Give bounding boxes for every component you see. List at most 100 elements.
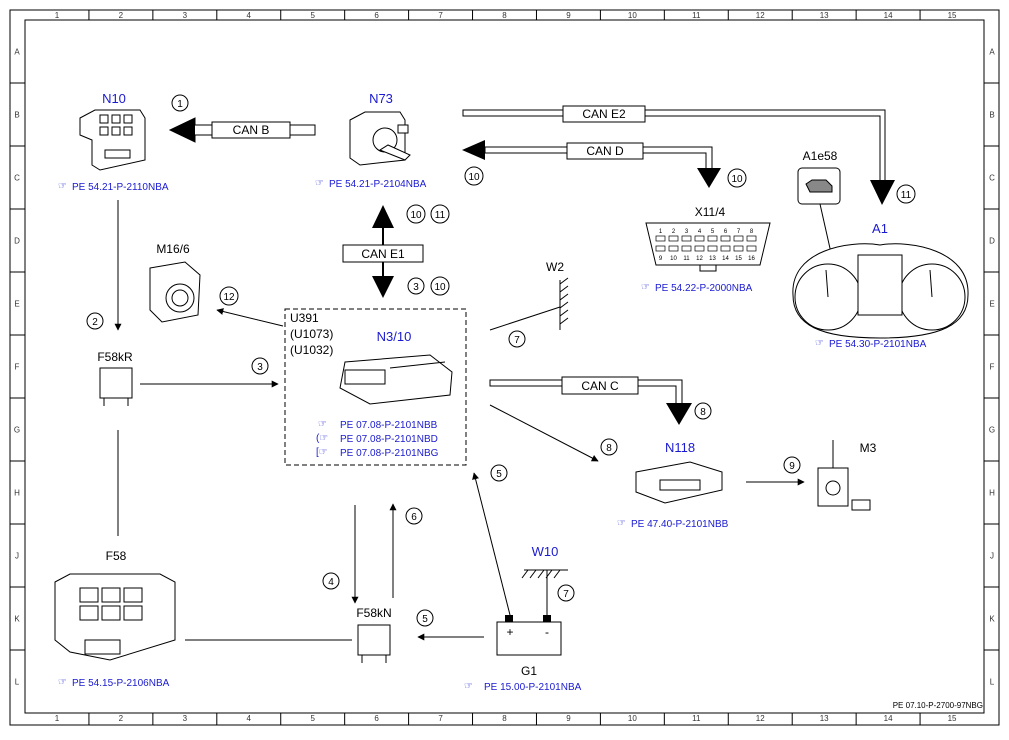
grid-row-label-left: L: [15, 678, 20, 687]
x11-4-ref-icon: ☞: [641, 282, 650, 293]
x11-4-pin: [681, 245, 692, 252]
signal-marker-8a: [694, 402, 712, 420]
n3-10-ref-nbg[interactable]: PE 07.08-P-2101NBG: [340, 448, 439, 459]
can-e2-bus: CAN E2: [462, 105, 895, 205]
grid-column-label-top: 2: [119, 11, 124, 20]
signal-number-7b: 7: [563, 589, 569, 600]
grid-column-label-top: 1: [55, 11, 60, 20]
signal-marker-1: [171, 94, 189, 112]
n10-ref[interactable]: PE 54.21-P-2110NBA: [72, 182, 169, 193]
signal-marker-5a: [490, 464, 508, 482]
x11-4-pin: [746, 245, 757, 252]
signal-number-7a: 7: [514, 335, 520, 346]
grid-row-label-right: J: [990, 552, 994, 561]
signal-number-4: 4: [328, 577, 334, 588]
n118-label: N118: [665, 440, 695, 455]
signal-marker-10d: [430, 276, 450, 296]
can-e1-bus: CAN E1: [342, 205, 424, 298]
grid-row-label-left: A: [14, 48, 20, 57]
w10-ground-icon: [521, 569, 568, 620]
n3-10-label: N3/10: [377, 329, 412, 344]
x11-4-pin: [694, 235, 705, 242]
n118-ref[interactable]: PE 47.40-P-2101NBB: [631, 519, 729, 530]
wire-n3-to-n118: [489, 404, 599, 462]
grid-column-label-bottom: 2: [119, 714, 124, 723]
f58-ref[interactable]: PE 54.15-P-2106NBA: [72, 678, 170, 689]
grid-column-label-top: 12: [756, 11, 765, 20]
signal-number-1: 1: [177, 99, 183, 110]
signal-marker-10c: [406, 204, 426, 224]
grid-row-label-right: H: [989, 489, 995, 498]
signal-number-10c: 10: [410, 210, 422, 221]
n3-10-ref-nbd[interactable]: PE 07.08-P-2101NBD: [340, 434, 438, 445]
grid-row-label-left: K: [14, 615, 20, 624]
n10-label: N10: [102, 91, 126, 106]
grid-row-label-right: B: [989, 111, 994, 120]
x11-4-pin-number: 14: [722, 256, 729, 262]
grid-row-label-left: B: [14, 111, 19, 120]
n3-10-variant-u1073: (U1073): [290, 327, 333, 341]
grid-column-label-top: 5: [310, 11, 315, 20]
signal-marker-10a: [464, 166, 484, 186]
inner-frame: [24, 19, 985, 714]
grid-column-label-top: 8: [502, 11, 507, 20]
signal-marker-6: [405, 507, 423, 525]
signal-marker-4: [322, 572, 340, 590]
g1-minus-terminal: -: [545, 625, 549, 639]
signal-number-2: 2: [92, 317, 98, 328]
grid-column-label-top: 10: [628, 11, 637, 20]
signal-marker-7b: [557, 584, 575, 602]
w2-ground-icon: [489, 277, 569, 331]
x11-4-pin: [746, 235, 757, 242]
x11-4-ref[interactable]: PE 54.22-P-2000NBA: [655, 283, 753, 294]
signal-number-10a: 10: [468, 172, 480, 183]
outer-frame: [9, 9, 1000, 726]
can-e1-label: CAN E1: [361, 247, 405, 261]
signal-marker-3b: [407, 277, 425, 295]
grid-row-label-right: F: [990, 363, 995, 372]
grid-row-label-right: K: [989, 615, 995, 624]
signal-number-9: 9: [789, 461, 795, 472]
can-b-label: CAN B: [233, 123, 270, 137]
grid-column-label-top: 4: [247, 11, 252, 20]
x11-4-pin: [707, 235, 718, 242]
can-e2-label: CAN E2: [582, 107, 626, 121]
x11-4-pin: [720, 235, 731, 242]
f58-ref-icon: ☞: [58, 677, 67, 688]
grid-column-label-bottom: 5: [310, 714, 315, 723]
signal-marker-10b: [727, 168, 747, 188]
signal-marker-5b: [416, 609, 434, 627]
g1-ref[interactable]: PE 15.00-P-2101NBA: [484, 682, 582, 693]
grid-column-label-top: 15: [948, 11, 957, 20]
x11-4-label: X11/4: [695, 205, 726, 219]
x11-4-pin: [655, 235, 666, 242]
n73-ref[interactable]: PE 54.21-P-2104NBA: [329, 179, 427, 190]
grid-column-label-bottom: 9: [566, 714, 571, 723]
f58kn-label: F58kN: [356, 606, 391, 620]
x11-4-pin: [681, 235, 692, 242]
a1-ref-icon: ☞: [815, 338, 824, 349]
signal-number-10b: 10: [731, 174, 743, 185]
a1-instrument-cluster-icon: [792, 243, 969, 339]
signal-number-11a: 11: [435, 210, 446, 221]
wire-n3-to-m16: [216, 308, 284, 327]
grid-column-label-top: 6: [374, 11, 379, 20]
can-d-bus: CAN D: [462, 140, 721, 188]
can-c-bus: CAN C: [489, 376, 692, 425]
grid-column-label-bottom: 15: [948, 714, 957, 723]
signal-number-8a: 8: [700, 407, 706, 418]
a1-ref[interactable]: PE 54.30-P-2101NBA: [829, 339, 927, 350]
wire-g1-to-n3: [472, 472, 511, 616]
n3-10-ref-nbb[interactable]: PE 07.08-P-2101NBB: [340, 420, 438, 431]
n3-10-ref-icon-1: ☞: [318, 419, 327, 430]
n3-10-ref-icon-3: [☞: [316, 447, 328, 458]
grid-column-label-bottom: 14: [884, 714, 893, 723]
g1-battery-icon: + -: [496, 615, 562, 656]
m3-fuel-pump-icon: [817, 440, 871, 511]
n118-ref-icon: ☞: [617, 518, 626, 529]
g1-ref-icon: ☞: [464, 681, 473, 692]
grid-column-label-bottom: 11: [692, 714, 701, 723]
